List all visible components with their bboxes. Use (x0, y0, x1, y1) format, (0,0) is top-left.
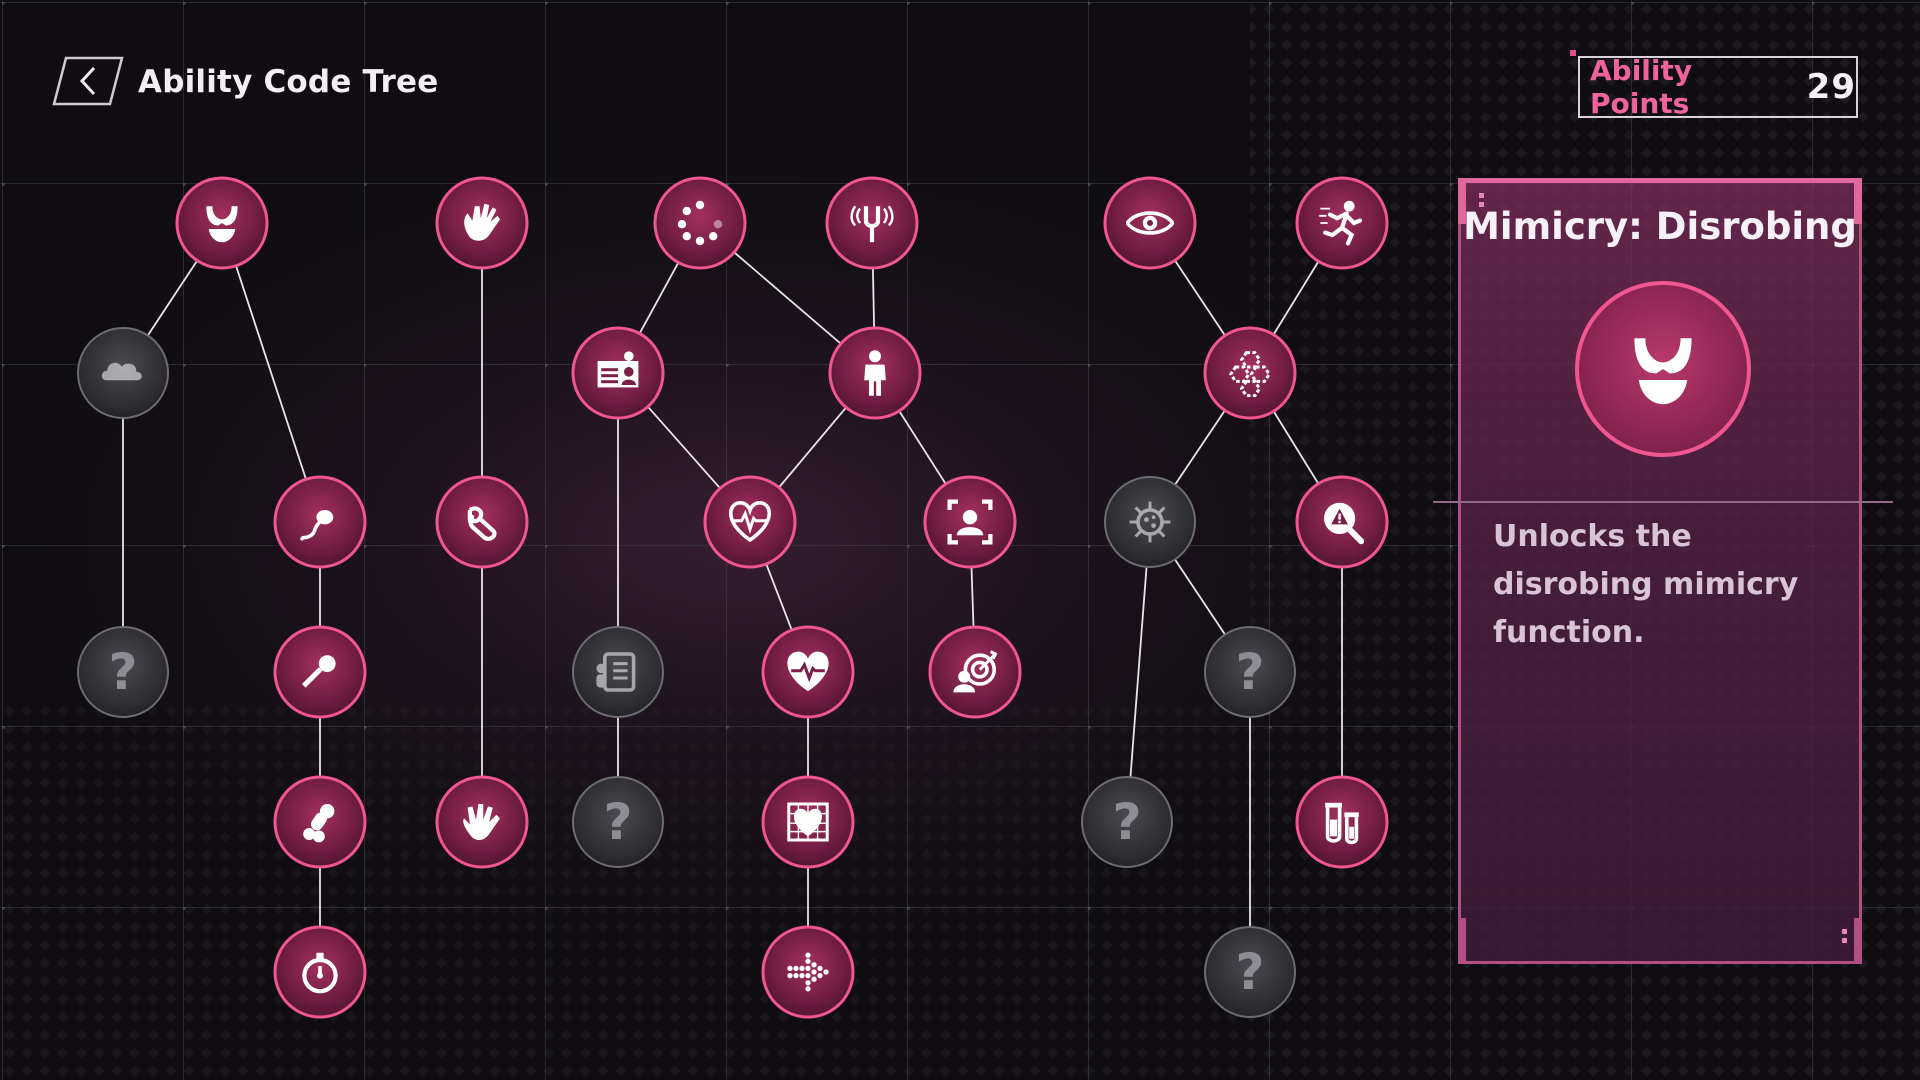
mystery-icon: ? (603, 793, 632, 851)
panel-dots (1842, 929, 1847, 947)
ability-node-target-person[interactable] (928, 625, 1022, 719)
panel-divider (1433, 501, 1893, 503)
ability-node-dotted-arrow[interactable] (761, 925, 855, 1019)
mystery-icon: ? (1235, 643, 1264, 701)
ability-node-spread-hand[interactable] (435, 775, 529, 869)
ability-node-hexagon-cluster[interactable] (1203, 326, 1297, 420)
tree-nodes: ????? (77, 176, 1389, 1019)
ability-node-eye[interactable] (1103, 176, 1197, 270)
node-ring (825, 176, 919, 270)
mystery-icon: ? (108, 643, 137, 701)
ability-node-face-scan[interactable] (923, 475, 1017, 569)
node-ring (1204, 626, 1296, 718)
ability-node-tuning-fork[interactable] (825, 176, 919, 270)
ability-node-cloud[interactable] (77, 327, 169, 419)
ability-node-hand[interactable] (435, 176, 529, 270)
node-ring (77, 626, 169, 718)
tree-edge (1126, 521, 1151, 823)
ability-points-counter: Ability Points 29 (1570, 50, 1858, 120)
mystery-icon: ? (1112, 793, 1141, 851)
ability-node-heart-rate[interactable] (761, 625, 855, 719)
ability-node-running-man[interactable] (1295, 176, 1389, 270)
ability-points-value: 29 (1806, 67, 1856, 107)
node-ring (1203, 326, 1297, 420)
ability-node-mystery[interactable]: ? (1081, 776, 1173, 868)
page-title: Ability Code Tree (138, 64, 439, 100)
node-ring (928, 625, 1022, 719)
ability-node-id-card[interactable] (571, 326, 665, 420)
panel-corner (1854, 178, 1862, 224)
node-ring (1295, 775, 1389, 869)
ability-description: Unlocks the disrobing mimicry function. (1493, 519, 1799, 650)
ability-points-label: Ability Points (1590, 54, 1693, 120)
lingerie-icon (1634, 338, 1692, 405)
node-ring (761, 925, 855, 1019)
ability-detail-panel: Mimicry: Disrobing Unlocks the disrobing… (1433, 178, 1893, 964)
ability-node-heart-pulse[interactable] (703, 475, 797, 569)
ability-node-lingerie[interactable] (175, 176, 269, 270)
back-button[interactable] (52, 56, 124, 106)
ability-node-sperm[interactable] (273, 475, 367, 569)
ability-node-person[interactable] (828, 326, 922, 420)
ability-node-heart-grid[interactable] (761, 775, 855, 869)
mystery-icon: ? (1235, 943, 1264, 1001)
ability-node-ok-gesture[interactable] (435, 475, 529, 569)
ability-node-profile-document[interactable] (572, 626, 664, 718)
ability-node-mystery[interactable]: ? (1204, 926, 1296, 1018)
ability-node-mystery[interactable]: ? (1204, 626, 1296, 718)
ability-node-phallus[interactable] (273, 775, 367, 869)
ability-icon-large (1575, 281, 1751, 457)
ability-node-microphone[interactable] (273, 625, 367, 719)
node-ring (572, 776, 664, 868)
panel-corner (1854, 918, 1862, 964)
tree-edge (221, 222, 321, 523)
ability-node-loading-dots[interactable] (653, 176, 747, 270)
node-ring (1204, 926, 1296, 1018)
node-ring (1104, 476, 1196, 568)
ability-node-alert-search[interactable] (1295, 475, 1389, 569)
ability-node-test-tube[interactable] (1295, 775, 1389, 869)
ability-title: Mimicry: Disrobing (1463, 205, 1857, 248)
ability-node-mystery[interactable]: ? (572, 776, 664, 868)
ability-node-stopwatch[interactable] (273, 925, 367, 1019)
panel-corner (1458, 918, 1466, 964)
chevron-left-icon (52, 56, 124, 106)
node-ring (703, 475, 797, 569)
panel-corner (1458, 178, 1466, 224)
node-ring (653, 176, 747, 270)
ability-node-mystery[interactable]: ? (77, 626, 169, 718)
ability-node-virus[interactable] (1104, 476, 1196, 568)
corner-tick (1570, 50, 1576, 56)
panel-dots (1479, 193, 1484, 211)
node-ring (1081, 776, 1173, 868)
